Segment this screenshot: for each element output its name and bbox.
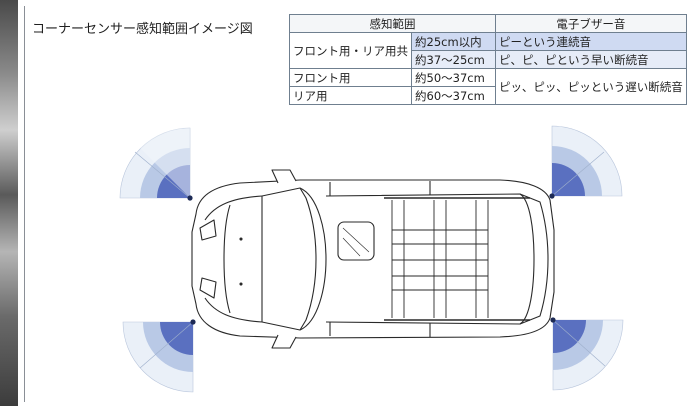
left-border-line bbox=[24, 6, 25, 402]
sensor-zone-front-left bbox=[119, 127, 193, 201]
range-cell: 約25cm以内 bbox=[411, 32, 496, 51]
sensing-range-table: 感知範囲 電子ブザー音 フロント用・リア用共 約25cm以内 ピーという連続音 … bbox=[289, 14, 687, 105]
group-cell-both: フロント用・リア用共 bbox=[289, 32, 412, 69]
table-row: フロント用 約50〜37cm ピッ、ピッ、ピッという遅い断続音 bbox=[289, 68, 687, 105]
table-row: フロント用・リア用共 約25cm以内 ピーという連続音 bbox=[289, 32, 687, 69]
sensor-zone-rear-right bbox=[550, 317, 624, 391]
left-photo-edge bbox=[0, 0, 18, 406]
range-cell: 約60〜37cm bbox=[411, 86, 496, 105]
diagram-title: コーナーセンサー感知範囲イメージ図 bbox=[32, 22, 253, 37]
car-top-view bbox=[191, 169, 555, 349]
sound-cell: ピーという連続音 bbox=[495, 32, 687, 51]
sound-cell-slow: ピッ、ピッ、ピッという遅い断続音 bbox=[495, 68, 687, 105]
table-row: リア用 約60〜37cm bbox=[289, 86, 687, 105]
range-cell: 約37〜25cm bbox=[411, 50, 496, 69]
group-cell-front: フロント用 bbox=[289, 68, 412, 87]
sensor-zone-front-right bbox=[549, 125, 623, 199]
sensor-zone-rear-left bbox=[122, 319, 196, 393]
